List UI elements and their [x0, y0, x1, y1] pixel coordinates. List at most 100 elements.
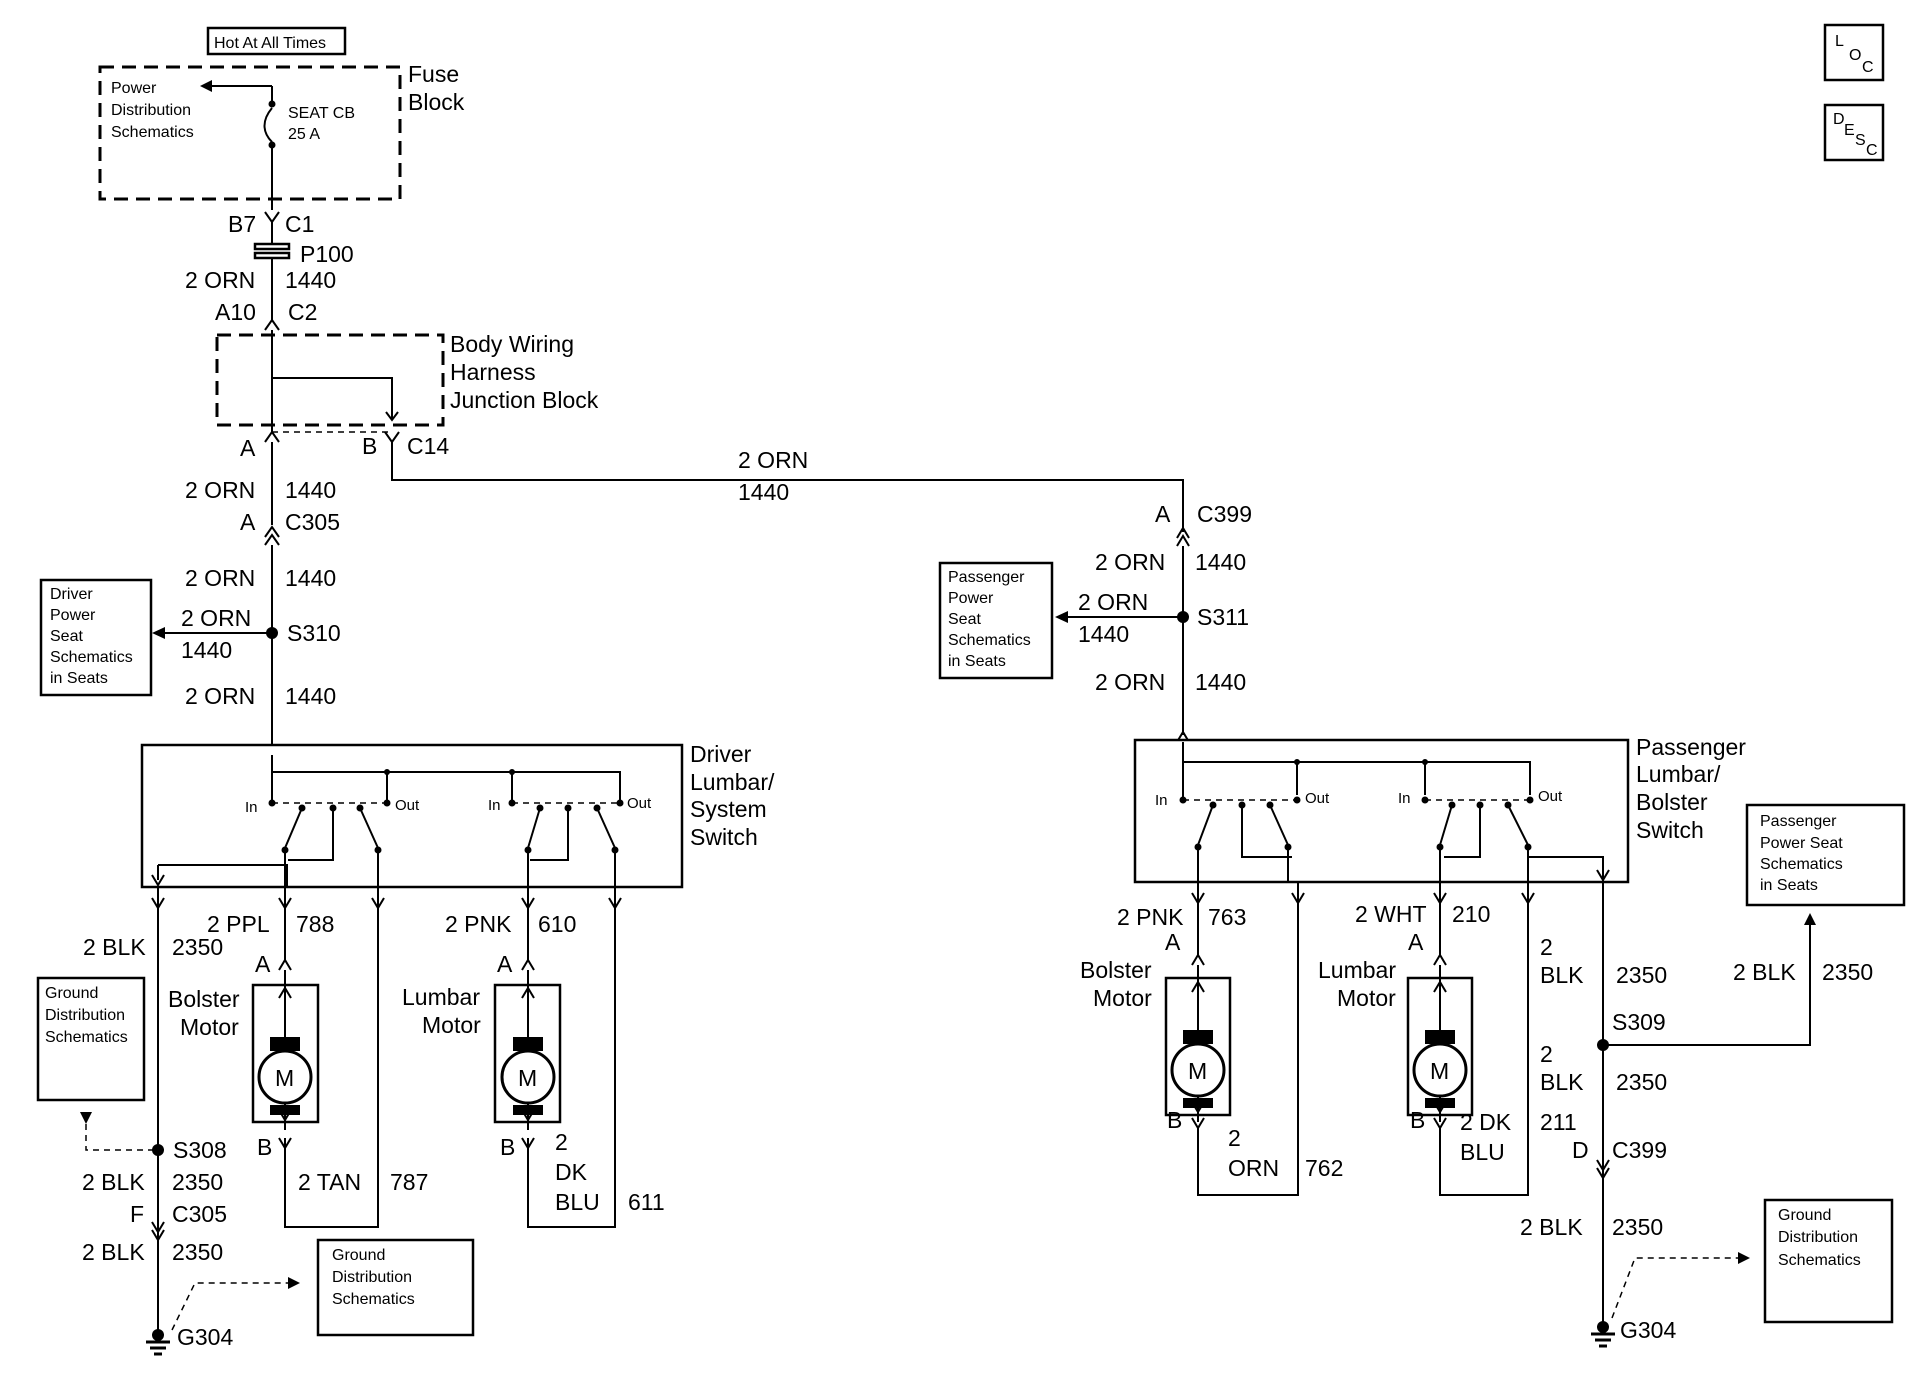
svg-text:Distribution: Distribution: [45, 1007, 125, 1024]
passenger-power-seat-ref[interactable]: Passenger Power Seat Schematics in Seats: [938, 561, 1054, 680]
svg-text:D: D: [1833, 111, 1845, 128]
svg-text:Schematics: Schematics: [45, 1029, 128, 1046]
svg-text:Switch: Switch: [1636, 817, 1704, 843]
passenger-lumbar-motor-label: Lumbar: [1318, 957, 1396, 983]
svg-text:Passenger: Passenger: [948, 569, 1025, 586]
svg-text:Bolster: Bolster: [1636, 789, 1708, 815]
svg-text:BLK: BLK: [1540, 1069, 1584, 1095]
svg-text:S310: S310: [287, 620, 341, 646]
svg-text:B: B: [1167, 1107, 1182, 1133]
svg-text:Ground: Ground: [1778, 1207, 1831, 1224]
svg-text:2350: 2350: [172, 934, 223, 960]
svg-text:M: M: [1430, 1058, 1449, 1084]
svg-text:C1: C1: [285, 211, 314, 237]
svg-text:2 ORN: 2 ORN: [181, 605, 251, 631]
svg-text:S308: S308: [173, 1137, 227, 1163]
hot-at-all-times-label: Hot At All Times: [206, 26, 347, 56]
driver-ground-ref-1[interactable]: Ground Distribution Schematics: [36, 976, 146, 1102]
power-dist-ref: Power: [111, 80, 157, 97]
seat-cb-label: SEAT CB: [288, 105, 355, 122]
svg-text:2 BLK: 2 BLK: [82, 1169, 145, 1195]
svg-text:Motor: Motor: [1093, 985, 1152, 1011]
loc-icon[interactable]: L O C: [1823, 23, 1885, 82]
svg-text:2 ORN: 2 ORN: [185, 267, 255, 293]
svg-text:In: In: [1155, 792, 1168, 809]
svg-text:Block: Block: [408, 89, 465, 115]
driver-power-seat-ref[interactable]: Driver Power Seat Schematics in Seats: [39, 578, 153, 697]
c305-bottom-label: C305: [172, 1201, 227, 1227]
svg-text:2 ORN: 2 ORN: [185, 683, 255, 709]
svg-text:E: E: [1844, 122, 1855, 139]
passenger-ground-ref[interactable]: Ground Distribution Schematics: [1763, 1198, 1894, 1324]
driver-switch-label: Driver: [690, 741, 752, 767]
svg-text:ORN: ORN: [1228, 1155, 1279, 1181]
svg-text:2 WHT: 2 WHT: [1355, 901, 1427, 927]
svg-text:1440: 1440: [1078, 621, 1129, 647]
svg-text:610: 610: [538, 911, 576, 937]
svg-text:Switch: Switch: [690, 824, 758, 850]
svg-text:Seat: Seat: [948, 611, 981, 628]
passenger-switch-label: Passenger: [1636, 734, 1746, 760]
svg-text:1440: 1440: [285, 683, 336, 709]
driver-switch-box: [140, 743, 684, 889]
svg-text:C2: C2: [288, 299, 317, 325]
svg-text:Power Seat: Power Seat: [1760, 835, 1843, 852]
svg-text:763: 763: [1208, 904, 1246, 930]
svg-text:611: 611: [628, 1189, 665, 1215]
svg-text:A: A: [240, 509, 256, 535]
svg-text:BLK: BLK: [1540, 962, 1584, 988]
svg-text:2350: 2350: [1612, 1214, 1663, 1240]
svg-text:Schematics: Schematics: [1760, 856, 1843, 873]
svg-text:M: M: [518, 1065, 537, 1091]
svg-text:2350: 2350: [172, 1239, 223, 1265]
svg-text:1440: 1440: [738, 479, 789, 505]
svg-text:2 BLK: 2 BLK: [83, 934, 146, 960]
c399-top-label: C399: [1197, 501, 1252, 527]
svg-text:S309: S309: [1612, 1009, 1666, 1035]
svg-text:Out: Out: [1305, 790, 1330, 807]
svg-text:in Seats: in Seats: [948, 653, 1006, 670]
svg-text:2 ORN: 2 ORN: [1095, 669, 1165, 695]
svg-text:A: A: [1408, 929, 1424, 955]
svg-text:D: D: [1572, 1137, 1589, 1163]
svg-text:Out: Out: [395, 797, 420, 814]
svg-text:Harness: Harness: [450, 359, 536, 385]
svg-text:A10: A10: [215, 299, 256, 325]
svg-text:In: In: [488, 797, 501, 814]
svg-text:B: B: [500, 1134, 515, 1160]
svg-text:A: A: [1155, 501, 1171, 527]
svg-text:2 BLK: 2 BLK: [82, 1239, 145, 1265]
fuse-block-outline: [98, 65, 402, 201]
svg-text:Schematics: Schematics: [111, 124, 194, 141]
svg-text:2350: 2350: [1616, 1069, 1667, 1095]
svg-text:B: B: [1410, 1107, 1425, 1133]
svg-text:A: A: [255, 951, 271, 977]
svg-text:1440: 1440: [1195, 549, 1246, 575]
svg-text:Schematics: Schematics: [948, 632, 1031, 649]
svg-text:Schematics: Schematics: [332, 1291, 415, 1308]
svg-text:Out: Out: [1538, 788, 1563, 805]
driver-ground-symbol: [146, 1329, 170, 1356]
svg-text:1440: 1440: [285, 565, 336, 591]
driver-lumbar-motor: M: [493, 970, 562, 1130]
svg-text:2 ORN: 2 ORN: [1078, 589, 1148, 615]
svg-text:2 BLK: 2 BLK: [1733, 959, 1796, 985]
driver-ground-ref-2[interactable]: Ground Distribution Schematics: [316, 1238, 475, 1337]
svg-text:Power: Power: [948, 590, 994, 607]
svg-text:B7: B7: [228, 211, 256, 237]
svg-text:System: System: [690, 796, 767, 822]
desc-icon[interactable]: D E S C: [1823, 103, 1885, 162]
c305-top-label: C305: [285, 509, 340, 535]
svg-text:Seat: Seat: [50, 628, 83, 645]
passenger-power-seat-ref-2[interactable]: Passenger Power Seat Schematics in Seats: [1745, 803, 1906, 907]
svg-text:211: 211: [1540, 1109, 1577, 1135]
p100-label: P100: [300, 241, 354, 267]
svg-text:2350: 2350: [172, 1169, 223, 1195]
svg-text:BLU: BLU: [1460, 1139, 1505, 1165]
svg-text:788: 788: [296, 911, 334, 937]
driver-bolster-motor-label: Bolster: [168, 986, 240, 1012]
svg-text:787: 787: [390, 1169, 428, 1195]
svg-text:Lumbar/: Lumbar/: [1636, 761, 1721, 787]
passenger-bolster-motor-label: Bolster: [1080, 957, 1152, 983]
